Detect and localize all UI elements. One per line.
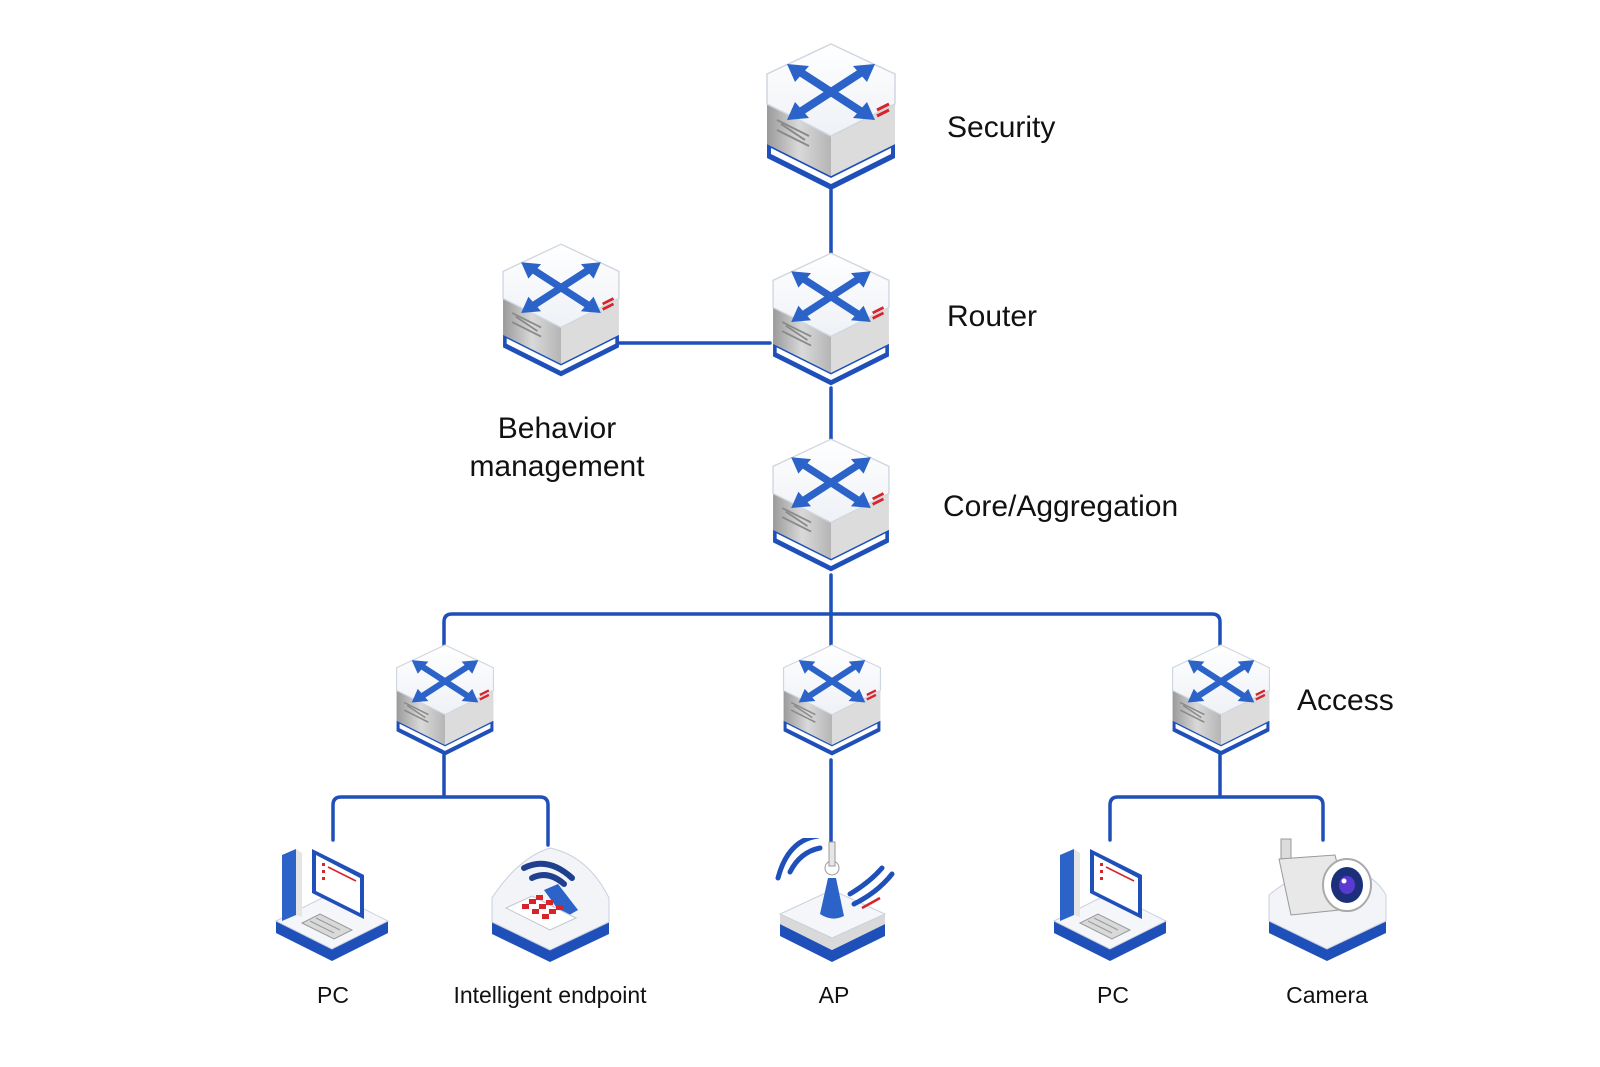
- access-left-switch-icon: [389, 640, 501, 765]
- label-security: Security: [947, 111, 1056, 144]
- router-switch-icon: [764, 248, 898, 396]
- label-pc-right: PC: [1097, 982, 1129, 1008]
- label-access: Access: [1297, 684, 1394, 717]
- link-access-right-branch: [1108, 795, 1325, 842]
- pc-left-icon: [272, 835, 392, 965]
- link-access-left-branch: [331, 795, 550, 847]
- pc-right-icon: [1050, 835, 1170, 965]
- label-behavior-line2: management: [469, 450, 645, 483]
- label-pc-left: PC: [317, 982, 349, 1008]
- core-switch-icon: [764, 433, 898, 583]
- label-intelligent-endpoint: Intelligent endpoint: [453, 982, 647, 1008]
- access-right-switch-icon: [1165, 640, 1277, 765]
- security-switch-icon: [757, 40, 905, 200]
- label-ap: AP: [818, 982, 850, 1008]
- label-core-aggregation: Core/Aggregation: [943, 490, 1179, 523]
- label-camera: Camera: [1286, 982, 1368, 1008]
- ip-phone-icon: [488, 838, 613, 966]
- camera-icon: [1265, 835, 1390, 965]
- label-behavior-line1: Behavior: [497, 412, 617, 445]
- access-center-switch-icon: [776, 640, 888, 765]
- behavior-management-switch-icon: [494, 238, 628, 388]
- access-point-icon: [770, 838, 895, 966]
- label-router: Router: [947, 300, 1038, 333]
